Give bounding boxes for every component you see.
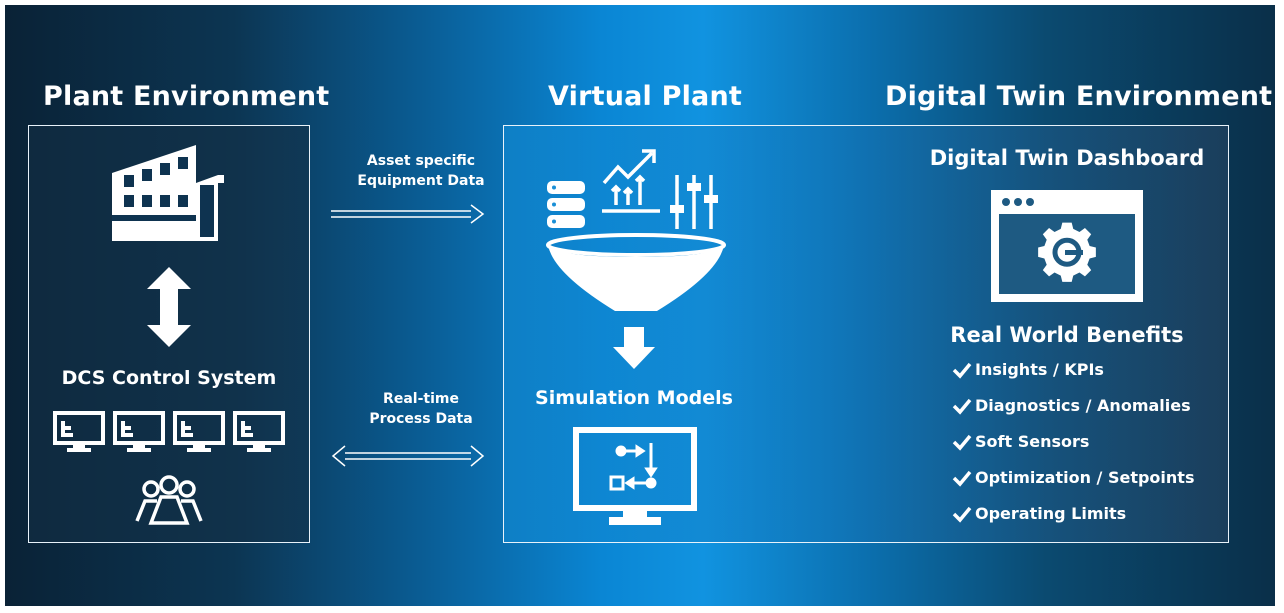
realtime-data-label-line1: Real-time (383, 391, 459, 407)
database-icon (547, 181, 585, 228)
simulation-monitor-icon (573, 427, 697, 525)
benefit-text: Soft Sensors (975, 432, 1090, 451)
checkmark-icon (952, 470, 972, 487)
real-world-benefits-title: Real World Benefits (950, 323, 1184, 347)
benefit-item: Soft Sensors (952, 432, 1090, 451)
plant-environment-title: Plant Environment (43, 81, 330, 112)
right-arrow-icon (331, 204, 485, 224)
asset-data-label-line2: Equipment Data (357, 173, 485, 189)
digital-twin-environment-title: Digital Twin Environment (885, 81, 1273, 112)
benefit-item: Insights / KPIs (952, 360, 1104, 379)
monitors-icon (53, 411, 285, 452)
benefit-item: Optimization / Setpoints (952, 468, 1195, 487)
checkmark-icon (952, 506, 972, 523)
down-arrow-icon (613, 327, 655, 369)
double-vertical-arrow-icon (147, 267, 191, 347)
simulation-models-label: Simulation Models (535, 387, 733, 409)
diagram-canvas: Plant Environment Virtual Plant Digital … (5, 5, 1275, 606)
benefit-item: Operating Limits (952, 504, 1127, 523)
benefit-text: Optimization / Setpoints (975, 468, 1195, 487)
funnel-icon (546, 233, 726, 311)
realtime-data-label-line2: Process Data (369, 411, 473, 427)
factory-icon (112, 145, 224, 241)
checkmark-icon (952, 398, 972, 415)
benefit-item: Diagnostics / Anomalies (952, 396, 1191, 415)
digital-twin-dashboard-title: Digital Twin Dashboard (929, 146, 1205, 170)
benefit-text: Diagnostics / Anomalies (975, 396, 1191, 415)
benefit-text: Insights / KPIs (975, 360, 1104, 379)
dashboard-window-icon (991, 190, 1143, 302)
virtual-plant-title: Virtual Plant (548, 81, 742, 112)
trend-chart-icon (602, 149, 660, 213)
benefit-text: Operating Limits (975, 504, 1127, 523)
checkmark-icon (952, 434, 972, 451)
sliders-icon (670, 175, 718, 229)
asset-data-label-line1: Asset specific (366, 153, 476, 169)
checkmark-icon (952, 362, 972, 379)
operators-group-icon (135, 475, 203, 525)
dcs-control-system-label: DCS Control System (61, 367, 277, 389)
bidirectional-arrow-icon (331, 445, 485, 467)
